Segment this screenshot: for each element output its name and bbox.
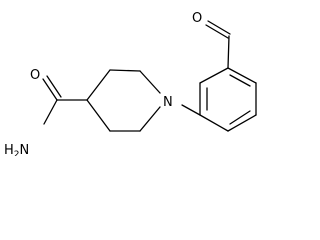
bond-amide-c-o-2 — [46, 75, 62, 98]
bond-benzene-double-1 — [229, 74, 251, 87]
bond-benzene-double-2 — [229, 110, 251, 125]
bond-pip-n-top — [139, 70, 161, 94]
amide-oxygen-label: O — [30, 68, 40, 83]
bond-aldehyde-c-o-2 — [205, 24, 229, 39]
bond-benzene-4 — [199, 114, 229, 132]
benzene-ring — [199, 67, 257, 132]
bond-pip-bottom-n — [139, 106, 161, 132]
piperidine-ring — [86, 69, 161, 132]
bond-benzene-1 — [227, 67, 257, 84]
bond-pip-c4-bottom — [86, 99, 111, 132]
bond-aldehyde-c-o-1 — [207, 20, 231, 35]
bond-amide-c-n — [43, 99, 58, 125]
aldehyde-group — [205, 20, 231, 69]
bond-pip-top-right — [109, 69, 141, 72]
amide-nitrogen-label: H2N — [4, 143, 29, 156]
bond-aldehyde-c-ring — [227, 35, 230, 69]
bond-benzene-6 — [199, 67, 229, 84]
bond-n-benzene — [181, 104, 201, 116]
bond-benzene-3 — [227, 114, 257, 132]
bond-amide-c-o-1 — [42, 78, 58, 101]
molecule-structure: O O H2N N — [4, 11, 257, 156]
ring-nitrogen-label: N — [163, 95, 173, 110]
aldehyde-oxygen-label: O — [192, 11, 202, 26]
amide-group — [42, 75, 88, 125]
bond-pip-top-c4 — [86, 69, 111, 101]
